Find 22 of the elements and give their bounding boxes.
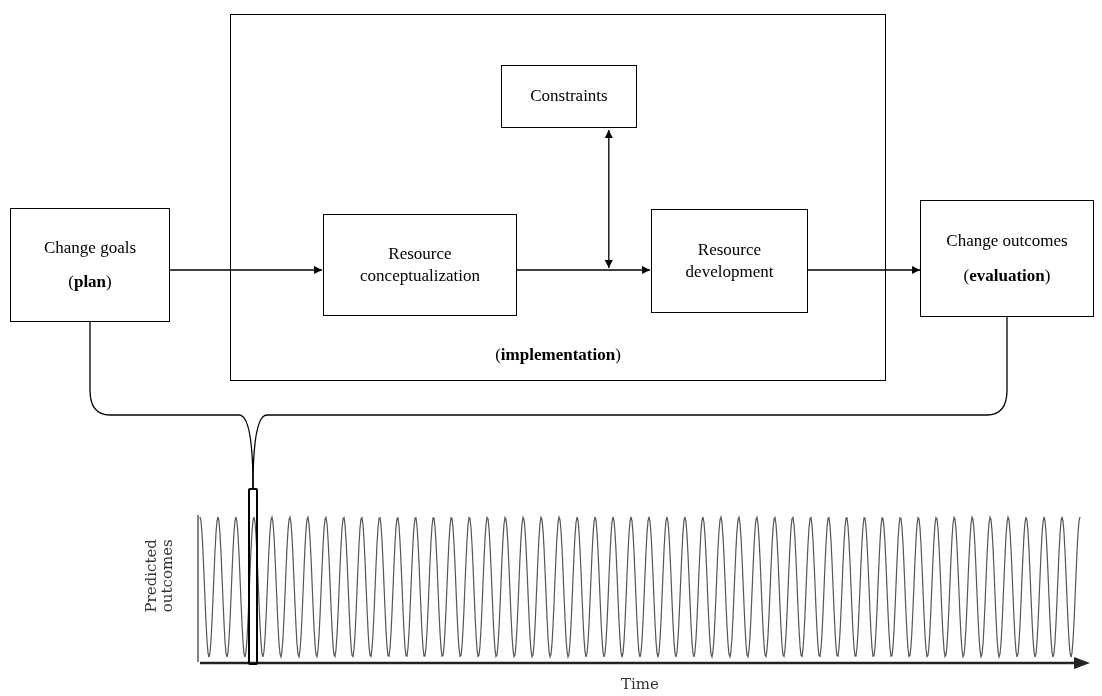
group-box (230, 14, 886, 381)
box-text: Resource conceptualization (359, 242, 481, 287)
bracket-line (252, 316, 1008, 489)
process-box (10, 208, 170, 322)
arrow (515, 266, 651, 274)
box-text: (implementation) (495, 343, 621, 366)
arrow (169, 266, 323, 274)
box-text: Constraints (530, 85, 608, 108)
box-text: (plan) (68, 271, 112, 293)
box-title: Change goals (43, 236, 137, 259)
double-arrow (604, 129, 613, 269)
box-text: Resource development (684, 238, 775, 283)
box-title: Change outcomes (946, 230, 1068, 253)
process-box (323, 214, 517, 316)
process-box (501, 65, 637, 128)
process-box (651, 209, 808, 313)
highlight-box (248, 488, 258, 665)
process-box (920, 200, 1094, 317)
axis-label: Predicted outcomes (144, 538, 176, 615)
box-text: (evaluation) (963, 264, 1051, 287)
arrow (806, 266, 921, 274)
axis-label: Time (620, 677, 660, 693)
